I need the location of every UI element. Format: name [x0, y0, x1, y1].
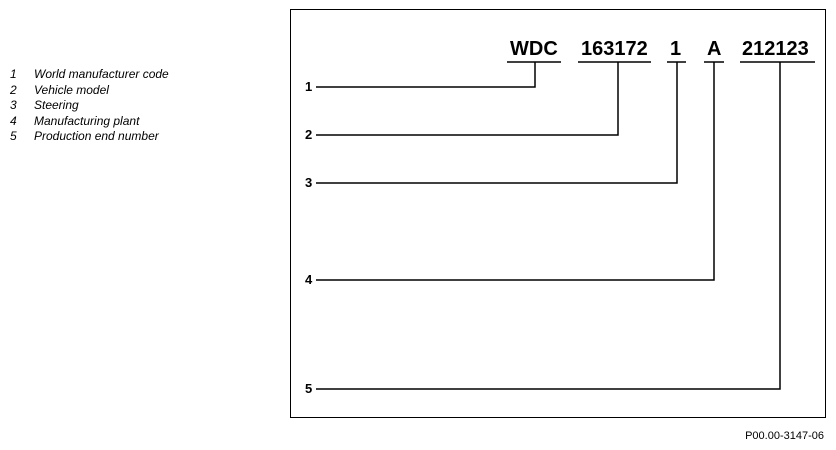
leader-line-3 — [316, 62, 678, 184]
figure-reference: P00.00-3147-06 — [745, 430, 824, 442]
legend-item: 4 Manufacturing plant — [10, 114, 169, 130]
row-label-5: 5 — [305, 381, 313, 396]
code-segment-wmi: WDC — [510, 38, 558, 60]
code-segment-model: 163172 — [581, 38, 648, 60]
row-label-2: 2 — [305, 127, 313, 142]
leader-line-5 — [316, 62, 781, 390]
row-label-3: 3 — [305, 175, 313, 190]
code-segment-plant: A — [707, 38, 722, 60]
legend-label: Steering — [34, 98, 79, 112]
vin-diagram-frame: WDC 163172 1 A 212123 1 2 3 4 5 — [290, 9, 826, 418]
legend-number: 4 — [10, 113, 17, 128]
legend-item: 5 Production end number — [10, 129, 169, 145]
legend-label: Vehicle model — [34, 82, 109, 97]
legend-item: 2 Vehicle model — [10, 83, 169, 99]
legend-number: 5 — [10, 129, 17, 143]
legend-number: 1 — [10, 67, 17, 81]
legend-number: 2 — [10, 82, 17, 97]
code-segment-steering: 1 — [670, 38, 682, 60]
legend-item: 3 Steering — [10, 98, 169, 114]
leader-lines — [316, 61, 815, 390]
legend-number: 3 — [10, 98, 17, 112]
legend-item: 1 World manufacturer code — [10, 67, 169, 83]
legend-label: World manufacturer code — [34, 67, 169, 81]
leader-line-2 — [316, 62, 619, 136]
legend-label: Manufacturing plant — [34, 113, 140, 128]
code-segment-serial: 212123 — [742, 38, 809, 60]
leader-line-4 — [316, 62, 715, 281]
row-label-1: 1 — [305, 79, 313, 94]
row-label-4: 4 — [305, 272, 313, 287]
leader-line-1 — [316, 62, 536, 88]
legend-label: Production end number — [34, 129, 159, 143]
